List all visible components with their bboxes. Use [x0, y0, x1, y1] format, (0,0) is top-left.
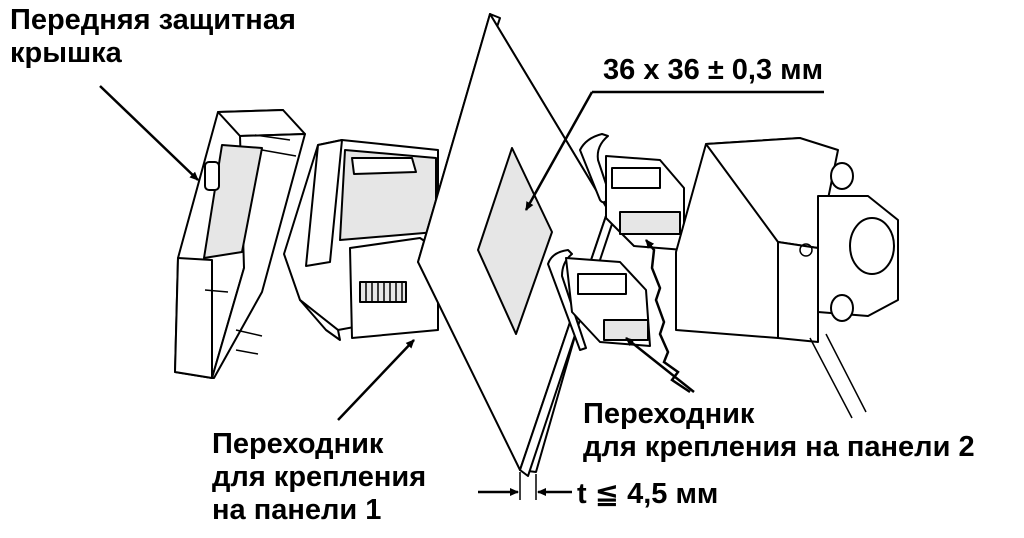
- leader-lines: [99, 85, 824, 421]
- leader-adapter-1: [337, 339, 415, 421]
- leader-adapter-2b: [645, 239, 691, 394]
- panel-adapter-2-part: [547, 133, 685, 351]
- panel-adapter-2-label: Переходник для крепления на панели 2: [583, 398, 975, 463]
- cutout-dimension-label: 36 x 36 ± 0,3 мм: [603, 54, 824, 86]
- panel-adapter-1-part: [283, 139, 439, 341]
- leader-dimension: [524, 91, 594, 211]
- front-cover-part: [174, 109, 306, 379]
- panel-adapter-1-label: Переходник для крепления на панели 1: [212, 428, 427, 526]
- front-cover-label: Передняя защитная крышка: [10, 4, 296, 69]
- panel-thickness-label: t ≦ 4,5 мм: [577, 478, 719, 510]
- leader-adapter-2a: [625, 337, 695, 393]
- instrument-body: [675, 137, 899, 419]
- leader-front-cover: [99, 85, 199, 181]
- thickness-dimension: [478, 472, 572, 500]
